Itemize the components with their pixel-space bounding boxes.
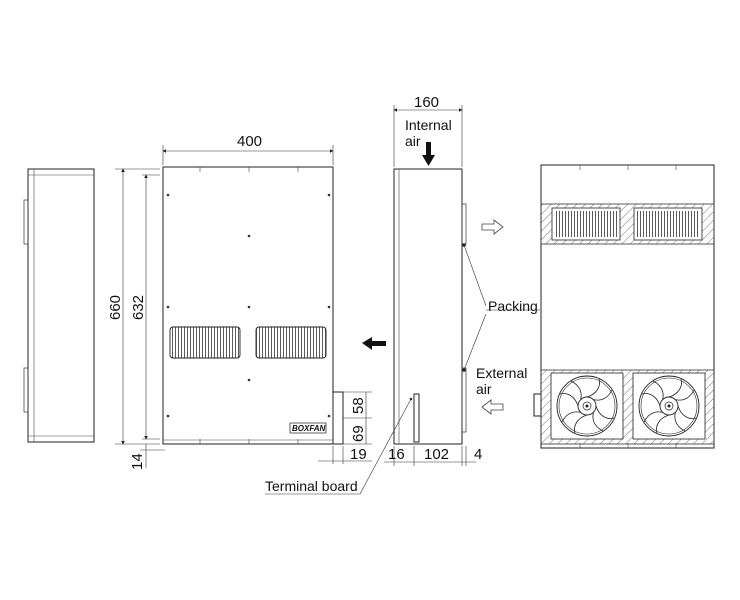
dim-660: 660 — [107, 295, 124, 320]
dim-160: 160 — [414, 94, 439, 111]
dim-102: 102 — [424, 446, 449, 463]
packing-label: Packing — [488, 298, 538, 314]
dim-400: 400 — [237, 133, 262, 150]
dim-69: 69 — [350, 425, 367, 442]
external-air-label-2: air — [476, 381, 492, 397]
front-grille-right — [255, 326, 327, 359]
dim-16: 16 — [388, 446, 405, 463]
terminal-board-label: Terminal board — [265, 478, 358, 494]
fan-icon — [638, 375, 700, 437]
internal-air-label-2: air — [405, 133, 421, 149]
front-grille-left — [169, 326, 241, 359]
side-dimensions: 160 16 102 4 — [384, 94, 482, 466]
side-view — [393, 168, 467, 445]
dim-632: 632 — [130, 295, 147, 320]
front-view: BOXFAN — [162, 166, 344, 445]
brand-label: BOXFAN — [292, 424, 326, 433]
internal-air-label-1: Internal — [405, 117, 452, 133]
section-view — [533, 164, 715, 449]
solid-arrow-left-icon — [362, 337, 386, 350]
dim-19: 19 — [350, 446, 367, 463]
leader-lines — [265, 244, 540, 495]
outline-arrow-right-icon — [481, 219, 504, 235]
dim-58: 58 — [350, 397, 367, 414]
left-side-view — [23, 168, 95, 443]
dim-14: 14 — [129, 453, 146, 470]
outline-arrow-left-icon — [481, 399, 504, 415]
solid-arrow-down-icon — [422, 142, 435, 166]
dim-4: 4 — [474, 446, 482, 463]
external-air-label-1: External — [476, 365, 527, 381]
fan-icon — [556, 375, 618, 437]
front-dimensions: 400 660 632 14 58 69 19 — [107, 133, 372, 470]
